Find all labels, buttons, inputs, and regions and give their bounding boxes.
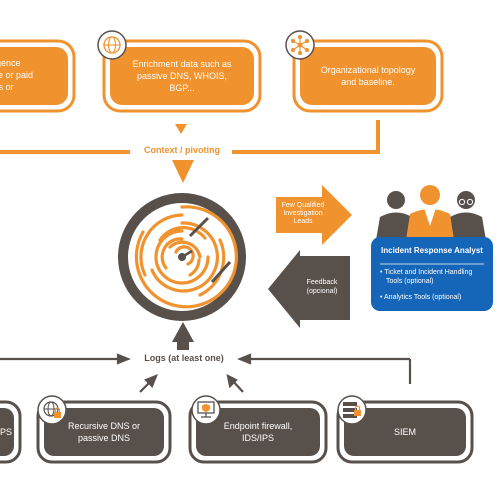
globe-icon [97, 30, 127, 60]
enrichment-down-arrow [175, 124, 187, 134]
top-box-enrichment [102, 39, 262, 113]
top-box-topology [292, 39, 444, 113]
label-line: BGP... [169, 83, 195, 93]
context-down-arrow [172, 160, 194, 183]
bottom-box-endpoint-label: Endpoint firewall, IDS/IPS [198, 420, 318, 444]
monitor-shield-icon [191, 395, 221, 425]
top-box-threat-intel [0, 39, 76, 113]
label-line: Endpoint firewall, [223, 421, 293, 431]
endpoint-diag-arrowhead [226, 374, 238, 389]
bottom-box-ids [0, 400, 22, 464]
server-lock-icon [337, 395, 367, 425]
label-line: Ticket and Incident Handling [384, 269, 473, 276]
logs-right-arrowhead [237, 353, 252, 365]
bottom-box-endpoint [188, 400, 328, 464]
top-box-enrichment-label: Enrichment data such as passive DNS, WHO… [112, 58, 252, 94]
label-line: Leads [293, 218, 313, 225]
label-line: Feedback [306, 279, 338, 286]
bottom-box-siem-label: SIEM [346, 426, 464, 438]
top-box-threat-intel-label: lligence ree or paid IPs or [0, 57, 60, 93]
dns-diag-arrowhead [144, 374, 158, 388]
logs-up-arrow [172, 322, 194, 342]
label-line: Tools (optional) [386, 278, 434, 285]
analyst-people-illustration [376, 185, 486, 240]
label-line: SIEM [393, 427, 416, 437]
label-line: and baseline. [341, 77, 395, 87]
feedback-arrow [268, 250, 350, 328]
label-line: ree or paid [0, 70, 34, 80]
bottom-box-ids-label: PS [0, 426, 12, 438]
bottom-box-dns-label: Recursive DNS or passive DNS [46, 420, 162, 444]
leads-arrow-label: Few Qualified Investigation Leads [278, 202, 328, 226]
label-line: passive DNS [77, 433, 131, 443]
label-line: PS [0, 427, 12, 437]
network-icon [285, 30, 315, 60]
label-line: Enrichment data such as [132, 59, 232, 69]
analyst-panel [371, 237, 493, 311]
label-line: Investigation [283, 210, 323, 217]
connector-lines [0, 120, 380, 154]
logs-label: Logs (at least one) [144, 353, 224, 363]
logs-up-arrow-stem [177, 341, 189, 350]
analyst-item-1: • Ticket and Incident Handling Tools (op… [380, 268, 490, 286]
label-line: lligence [0, 58, 21, 68]
connector-right [232, 120, 380, 154]
label-line: Recursive DNS or [67, 421, 141, 431]
analyst-item-2: • Analytics Tools (optional) [380, 294, 462, 301]
context-pivoting-label: Context / pivoting [144, 145, 220, 155]
bottom-box-dns [36, 400, 172, 464]
analyst-title: Incident Response Analyst [381, 246, 483, 255]
bottom-box-siem [336, 400, 474, 464]
label-line: passive DNS, WHOIS, [136, 71, 228, 81]
feedback-arrow-label: Feedback (opcional) [298, 278, 346, 296]
label-line: Analytics Tools (optional) [384, 294, 462, 301]
label-line: IPs or [0, 82, 14, 92]
maze-icon [118, 193, 246, 321]
leads-arrow [276, 185, 352, 245]
label-line: Organizational topology [320, 65, 416, 75]
secure-globe-icon [37, 395, 67, 425]
top-box-topology-label: Organizational topology and baseline. [302, 64, 434, 88]
label-line: Few Qualified [281, 202, 325, 209]
logs-left-arrowhead [116, 353, 131, 365]
label-line: IDS/IPS [241, 433, 274, 443]
label-line: (opcional) [306, 288, 338, 295]
